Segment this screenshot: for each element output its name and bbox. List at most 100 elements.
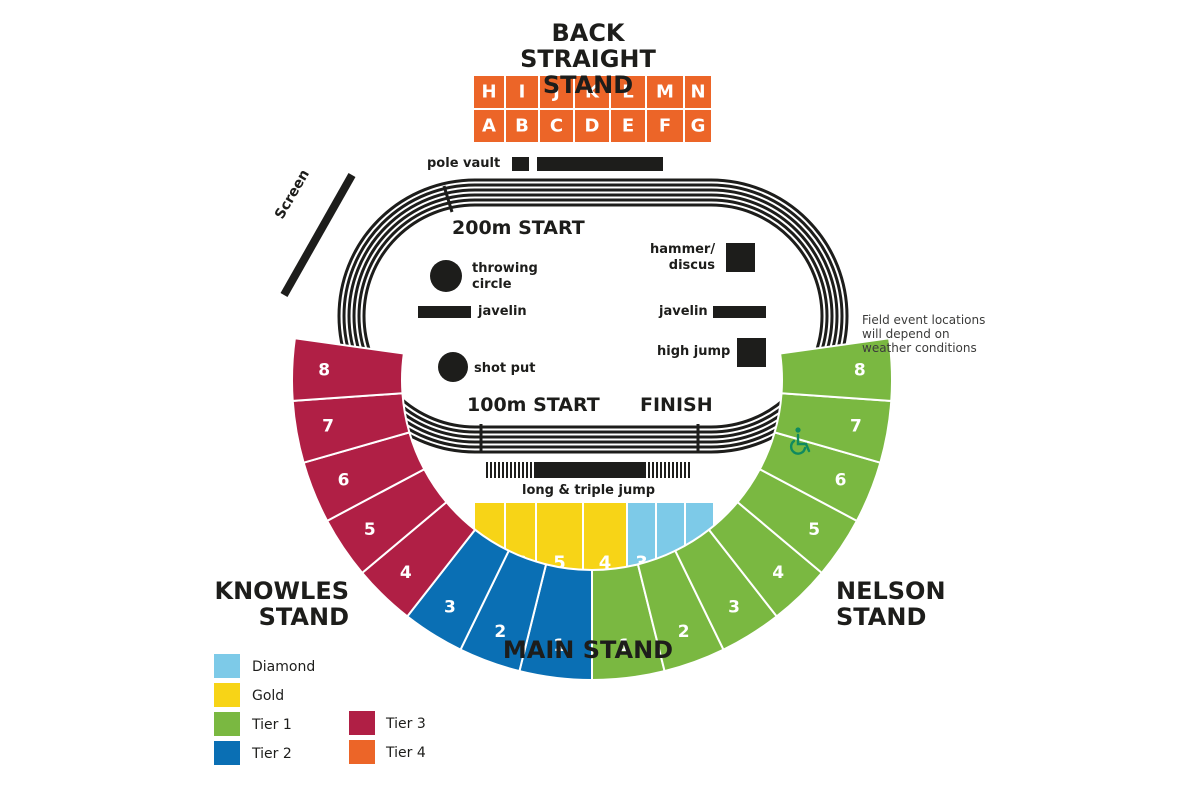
- knowles-stand-section-8[interactable]: [291, 337, 405, 402]
- back-stand-block-b[interactable]: [506, 110, 538, 142]
- throwing-circle-marker: [430, 260, 462, 292]
- jump-runway-tick: [660, 462, 662, 478]
- shot-put-label: shot put: [474, 361, 536, 376]
- nelson-stand-title: NELSON STAND: [836, 578, 946, 630]
- note-line2: will depend on: [862, 327, 950, 341]
- knowles-title-line2: STAND: [258, 603, 349, 631]
- long-triple-jump-label: long & triple jump: [522, 483, 656, 498]
- high-jump-label: high jump: [657, 344, 731, 359]
- jump-runway-tick: [494, 462, 496, 478]
- jump-runway-tick: [664, 462, 666, 478]
- jump-runway-tick: [534, 462, 536, 478]
- nelson-stand-section-label: 1: [619, 636, 631, 656]
- back-stand-block-label: K: [585, 82, 600, 103]
- nelson-stand-section-label: 5: [808, 520, 820, 540]
- back-stand-title-line2: STAND: [542, 71, 634, 99]
- hammer-discus-cage: [726, 243, 755, 272]
- back-stand-block-g[interactable]: [685, 110, 711, 142]
- nelson-stand-section-8[interactable]: [779, 337, 893, 402]
- legend-swatch-gold: [214, 683, 240, 707]
- jump-runway-tick: [506, 462, 508, 478]
- back-stand-block-label: D: [585, 116, 600, 137]
- back-stand-block-k[interactable]: [575, 76, 609, 108]
- nelson-stand-section-label: 2: [678, 622, 690, 642]
- back-stand-title-line1: BACK STRAIGHT: [520, 19, 656, 73]
- jump-runway-tick: [680, 462, 682, 478]
- back-stand-block-label: M: [656, 82, 674, 103]
- back-stand-block-f[interactable]: [647, 110, 683, 142]
- back-stand-block-label: B: [515, 116, 529, 137]
- legend-swatch-tier4: [349, 740, 375, 764]
- finish-label: FINISH: [640, 394, 713, 416]
- knowles-title-line1: KNOWLES: [214, 577, 349, 605]
- knowles-stand-section-label: 7: [322, 417, 334, 437]
- long-triple-jump-area: [486, 462, 690, 478]
- nelson-stand-section-label: 3: [728, 597, 740, 617]
- pole-vault-box: [512, 157, 529, 171]
- legend-label-tier1: Tier 1: [252, 717, 292, 733]
- legend-label-tier2: Tier 2: [252, 746, 292, 762]
- knowles-stand-section-label: 4: [400, 563, 412, 583]
- hammer-line1: hammer/: [650, 242, 716, 257]
- shot-put-marker: [438, 352, 468, 382]
- back-stand-block-i[interactable]: [506, 76, 538, 108]
- start-100m-label: 100m START: [467, 394, 600, 416]
- start-200m-label: 200m START: [452, 217, 585, 239]
- jump-runway-tick: [490, 462, 492, 478]
- back-stand-block-label: J: [551, 82, 560, 103]
- javelin-left-label: javelin: [478, 304, 527, 319]
- field-event-note: Field event locations will depend on wea…: [862, 313, 985, 355]
- legend-label-gold: Gold: [252, 688, 285, 704]
- running-track: [337, 178, 849, 454]
- back-stand-block-e[interactable]: [611, 110, 645, 142]
- back-stand-block-j[interactable]: [540, 76, 573, 108]
- back-stand-block-label: A: [482, 116, 496, 137]
- back-straight-stand-title: BACK STRAIGHT STAND: [480, 20, 696, 98]
- nelson-title-line2: STAND: [836, 603, 927, 631]
- back-stand-block-label: N: [690, 82, 705, 103]
- knowles-stand-section-label: 2: [494, 622, 506, 642]
- throwing-circle-label: throwing circle: [472, 261, 538, 293]
- back-stand-block-d[interactable]: [575, 110, 609, 142]
- legend-label-tier4: Tier 4: [386, 745, 426, 761]
- main-stand-section-label: 4: [599, 553, 612, 574]
- knowles-stand-section-label: 1: [553, 636, 565, 656]
- jump-runway-tick: [530, 462, 532, 478]
- wheelchair-icon: [789, 427, 811, 455]
- jump-runway-tick: [486, 462, 488, 478]
- jump-runway-tick: [672, 462, 674, 478]
- jump-runway-tick: [676, 462, 678, 478]
- legend-label-diamond: Diamond: [252, 659, 316, 675]
- track-line-200m-start: [442, 185, 454, 213]
- jump-pit: [536, 462, 646, 478]
- javelin-right-runway: [713, 306, 766, 318]
- knowles-stand-section-label: 8: [318, 361, 330, 381]
- back-stand-block-m[interactable]: [647, 76, 683, 108]
- jump-runway-tick: [652, 462, 654, 478]
- jump-runway-tick: [510, 462, 512, 478]
- throwing-circle-line1: throwing: [472, 261, 538, 276]
- back-stand-block-n[interactable]: [685, 76, 711, 108]
- legend-swatch-tier1: [214, 712, 240, 736]
- jump-runway-tick: [526, 462, 528, 478]
- back-stand-block-label: F: [659, 116, 671, 137]
- back-stand-block-c[interactable]: [540, 110, 573, 142]
- javelin-left-runway: [418, 306, 471, 318]
- knowles-stand-section-label: 5: [364, 520, 376, 540]
- back-stand-block-l[interactable]: [611, 76, 645, 108]
- back-stand-block-h[interactable]: [474, 76, 504, 108]
- big-screen: [280, 173, 356, 297]
- jump-runway-tick: [688, 462, 690, 478]
- back-stand-block-a[interactable]: [474, 110, 504, 142]
- nelson-stand-section-label: 8: [854, 361, 866, 381]
- jump-runway-tick: [656, 462, 658, 478]
- back-stand-block-label: E: [622, 116, 634, 137]
- javelin-right-label: javelin: [659, 304, 708, 319]
- back-stand-block-label: I: [519, 82, 526, 103]
- jump-runway-tick: [668, 462, 670, 478]
- pole-vault-runway: [537, 157, 663, 171]
- jump-runway-tick: [518, 462, 520, 478]
